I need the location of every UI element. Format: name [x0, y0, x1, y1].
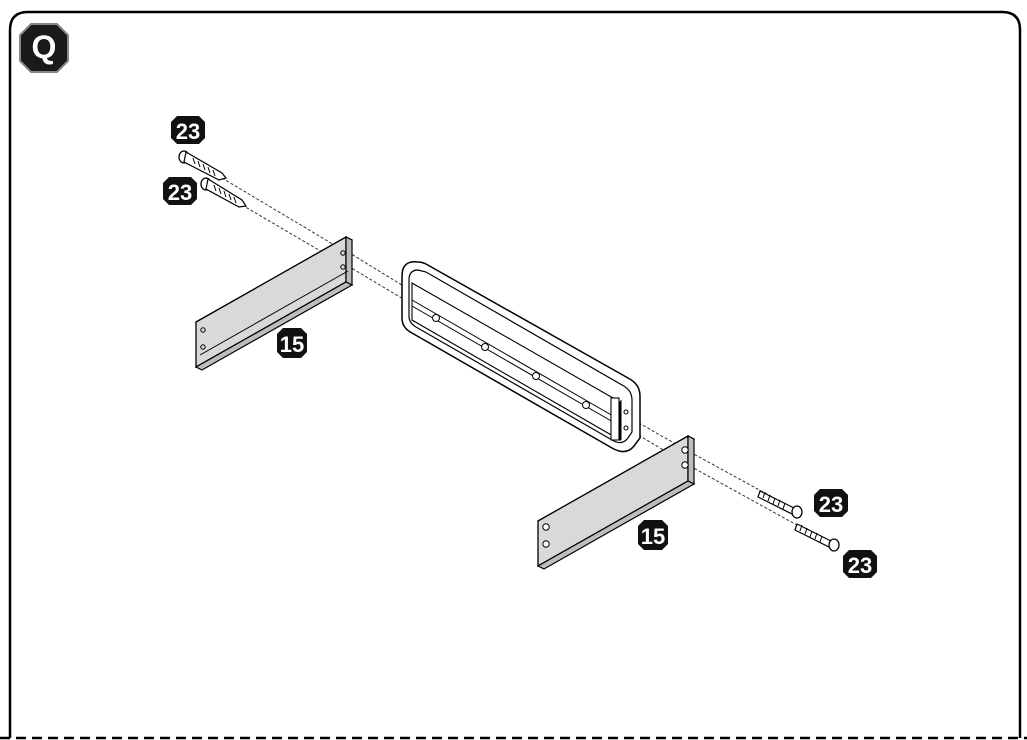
- rail-panel-left: [194, 235, 354, 371]
- screw-icon: [757, 490, 803, 519]
- screw-part-number: 23: [819, 492, 843, 517]
- screw-bottom-right-2: [794, 523, 840, 552]
- octagon-badge-icon: [814, 489, 848, 517]
- octagon-badge-icon: [277, 328, 307, 358]
- step-frame: [8, 10, 1022, 738]
- step-letter: Q: [32, 29, 57, 65]
- part-label-screw-3: 23: [814, 489, 848, 517]
- screw-icon: [200, 177, 248, 208]
- screw-bottom-right-1: [757, 490, 803, 519]
- screw-part-number: 23: [848, 553, 872, 578]
- rail-panel-icon: [536, 434, 696, 570]
- octagon-badge-icon: [19, 23, 69, 73]
- rail-panel-icon: [194, 235, 354, 371]
- headboard-frame: [401, 261, 641, 453]
- part-label-screw-2: 23: [163, 177, 197, 205]
- part-label-rail-right: 15: [638, 520, 668, 550]
- screw-part-number: 23: [176, 119, 200, 144]
- rail-part-number: 15: [641, 524, 665, 549]
- screw-icon: [794, 523, 840, 552]
- octagon-badge-icon: [171, 116, 205, 144]
- step-badge: Q: [19, 23, 69, 73]
- screw-top-left-1: [178, 150, 228, 181]
- screw-part-number: 23: [168, 180, 192, 205]
- octagon-badge-icon: [163, 177, 197, 205]
- octagon-badge-icon: [843, 550, 877, 578]
- headboard-frame-icon: [401, 261, 641, 453]
- part-label-screw-1: 23: [171, 116, 205, 144]
- part-label-rail-left: 15: [277, 328, 307, 358]
- screw-top-left-2: [200, 177, 248, 208]
- octagon-badge-icon: [638, 520, 668, 550]
- rail-part-number: 15: [280, 332, 304, 357]
- part-label-screw-4: 23: [843, 550, 877, 578]
- rail-panel-right: [536, 434, 696, 570]
- screw-icon: [178, 150, 228, 181]
